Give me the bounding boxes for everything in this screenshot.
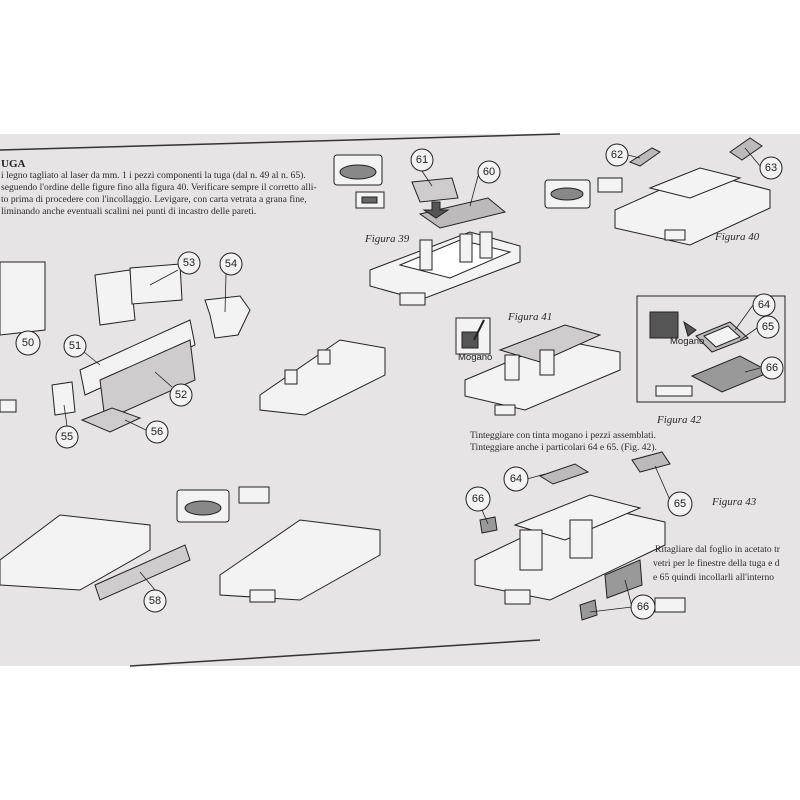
caption-line: e 65 quindi incollarli all'interno: [653, 572, 775, 583]
paragraph-line: seguendo l'ordine delle figure fino alla…: [1, 182, 317, 193]
fig42-frame: [636, 295, 786, 403]
caption-line: Ritagliare dal foglio in acetato tr: [655, 544, 780, 555]
arrow-icon: [422, 201, 450, 219]
part-number: 50: [22, 337, 34, 349]
part-number: 66: [637, 601, 649, 613]
caption-line: Tinteggiare anche i particolari 64 e 65.…: [470, 442, 657, 453]
part-number: 54: [225, 258, 237, 270]
part-54: [204, 295, 251, 339]
paragraph-line: liminando anche eventuali scalini nei pu…: [1, 206, 257, 217]
part-number: 60: [483, 166, 495, 178]
part-number: 66: [766, 362, 778, 374]
part-number: 63: [765, 162, 777, 174]
glue-icon: [0, 399, 17, 413]
page-bottom-edge: [129, 639, 541, 667]
part-52: [99, 339, 196, 421]
part-56: [80, 407, 142, 433]
mogano-label: Mogano: [670, 336, 705, 347]
figure-label-40: Figura 40: [715, 231, 760, 243]
paragraph-line: i legno tagliato al laser da mm. 1 i pez…: [1, 170, 306, 181]
knife-icon: [655, 385, 693, 397]
part-55: [51, 381, 76, 416]
section-heading: UGA: [1, 158, 26, 170]
part-62: [628, 147, 661, 167]
figure-label-42: Figura 42: [657, 414, 702, 426]
part-number: 53: [183, 257, 195, 269]
paint-pot-icon: [649, 311, 679, 339]
part-50: [0, 261, 46, 336]
part-number: 62: [611, 149, 623, 161]
part-66: [479, 516, 498, 534]
caption-line: vetri per le finestre della tuga e d: [653, 558, 780, 569]
hull-center: [219, 519, 381, 601]
glue-icon: [238, 486, 270, 504]
mogano-label: Mogano: [458, 352, 493, 363]
part-number: 66: [472, 493, 484, 505]
part-number: 64: [758, 299, 770, 311]
figure-label-43: Figura 43: [712, 496, 757, 508]
part-number: 56: [151, 426, 163, 438]
part-53: [94, 269, 136, 326]
part-number: 58: [149, 595, 161, 607]
figure-label-39: Figura 39: [365, 233, 410, 245]
page-top-edge: [0, 133, 561, 151]
part-65: [631, 451, 671, 473]
part-number: 52: [175, 389, 187, 401]
part-61: [411, 177, 459, 203]
part-number: 61: [416, 154, 428, 166]
part-64: [538, 463, 590, 485]
part-58: [94, 544, 191, 601]
part-number: 51: [69, 340, 81, 352]
part-number: 64: [510, 473, 522, 485]
part-60: [418, 197, 507, 229]
hull-left: [0, 514, 151, 591]
part-number: 65: [674, 498, 686, 510]
paragraph-line: to prima di procedere con l'incollaggio.…: [1, 194, 307, 205]
caption-line: Tinteggiare con tinta mogano i pezzi ass…: [470, 430, 656, 441]
part-66-sheet: [690, 355, 772, 393]
hull-side-walls: [259, 339, 386, 416]
glue-icon: [597, 177, 623, 193]
figure-label-41: Figura 41: [508, 311, 553, 323]
part-number: 65: [762, 321, 774, 333]
knife-icon: [654, 597, 686, 613]
part-number: 55: [61, 431, 73, 443]
